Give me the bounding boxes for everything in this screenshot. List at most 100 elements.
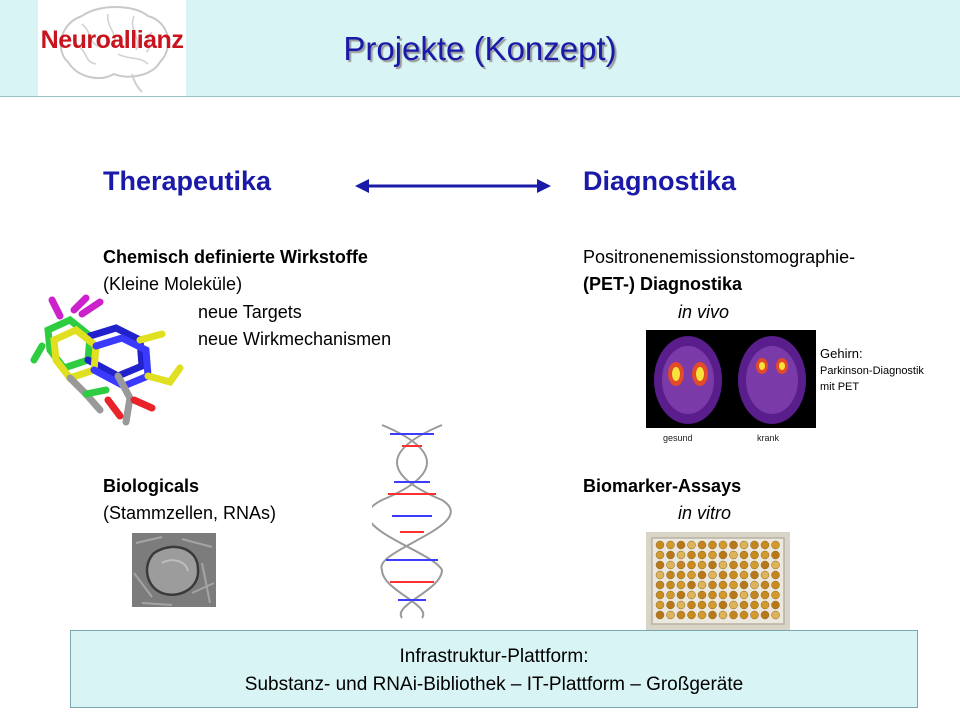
molecule-image — [30, 294, 184, 426]
chem-title: Chemisch definierte Wirkstoffe — [103, 247, 368, 267]
plate-well — [760, 570, 770, 580]
pet-brain-scans — [646, 330, 816, 428]
bullet-targets: neue Targets — [198, 302, 302, 322]
plate-well — [676, 540, 686, 550]
plate-well — [750, 590, 759, 600]
plate-well — [771, 550, 780, 560]
stem-cell-image — [132, 533, 216, 607]
plate-well — [666, 550, 675, 560]
pet-line-1: Positronenemissionstomographie- — [583, 247, 856, 267]
plate-well — [687, 560, 696, 570]
plate-well — [697, 600, 707, 610]
plate-well — [760, 610, 770, 620]
plate-well — [666, 560, 675, 570]
plate-well — [750, 610, 759, 620]
plate-well — [708, 560, 717, 570]
pet-caption-title: Gehirn: — [820, 346, 863, 361]
plate-well — [655, 600, 665, 610]
page-title: Projekte (Konzept) — [343, 30, 617, 67]
logo-text: Neuroallianz — [40, 26, 184, 54]
plate-well — [760, 600, 770, 610]
logo: Neuroallianz — [38, 0, 186, 96]
plate-well — [697, 570, 707, 580]
biologicals-subtitle: (Stammzellen, RNAs) — [103, 503, 277, 523]
pet-label-healthy: gesund — [663, 433, 693, 443]
plate-well — [687, 610, 696, 620]
plate-well — [676, 560, 686, 570]
plate-well — [729, 580, 738, 590]
plate-well — [729, 560, 738, 570]
plate-well — [760, 580, 770, 590]
plate-well — [760, 550, 770, 560]
plate-well — [687, 580, 696, 590]
plate-well — [687, 570, 696, 580]
plate-well — [718, 560, 728, 570]
plate-well — [666, 600, 675, 610]
chem-subtitle: (Kleine Moleküle) — [103, 274, 243, 294]
biomarker-title: Biomarker-Assays — [583, 476, 742, 496]
infrastructure-details: Substanz- und RNAi-Bibliothek – IT-Platt… — [244, 674, 744, 695]
plate-well — [697, 540, 707, 550]
infrastructure-title: Infrastruktur-Plattform: — [399, 646, 589, 667]
plate-well — [655, 590, 665, 600]
plate-well — [771, 610, 780, 620]
brain-icon — [59, 6, 169, 93]
in-vivo-label: in vivo — [678, 302, 730, 322]
plate-well — [708, 600, 717, 610]
plate-well — [697, 580, 707, 590]
plate-well — [718, 580, 728, 590]
plate-well — [697, 610, 707, 620]
plate-well — [750, 580, 759, 590]
plate-well — [729, 610, 738, 620]
plate-well — [750, 600, 759, 610]
plate-well — [750, 570, 759, 580]
pet-label-sick: krank — [757, 433, 780, 443]
plate-well — [718, 600, 728, 610]
plate-well — [729, 600, 738, 610]
plate-well — [676, 610, 686, 620]
plate-well — [760, 560, 770, 570]
plate-well — [655, 570, 665, 580]
plate-well — [697, 590, 707, 600]
double-arrow-icon — [355, 179, 551, 193]
plate-well — [750, 550, 759, 560]
plate-well — [655, 540, 665, 550]
plate-well — [739, 550, 749, 560]
plate-well — [771, 590, 780, 600]
plate-well — [718, 570, 728, 580]
plate-well — [655, 550, 665, 560]
pet-caption-line-1: Parkinson-Diagnostik — [820, 365, 924, 377]
plate-well — [687, 590, 696, 600]
plate-well — [666, 570, 675, 580]
plate-well — [760, 540, 770, 550]
plate-well — [729, 570, 738, 580]
in-vitro-label: in vitro — [678, 503, 732, 523]
well-plate-image — [646, 532, 790, 630]
infrastructure-box: Infrastruktur-Plattform: Substanz- und R… — [70, 630, 918, 708]
plate-well — [739, 560, 749, 570]
plate-well — [771, 560, 780, 570]
plate-well — [718, 550, 728, 560]
plate-well — [655, 560, 665, 570]
plate-well — [739, 590, 749, 600]
plate-well — [666, 590, 675, 600]
plate-well — [655, 610, 665, 620]
plate-well — [708, 570, 717, 580]
dna-helix-image — [372, 424, 452, 619]
plate-well — [739, 570, 749, 580]
pet-line-2: (PET-) Diagnostika — [583, 274, 743, 294]
plate-well — [729, 590, 738, 600]
plate-well — [718, 590, 728, 600]
plate-well — [739, 610, 749, 620]
plate-well — [697, 550, 707, 560]
plate-well — [708, 580, 717, 590]
plate-well — [729, 550, 738, 560]
plate-well — [760, 590, 770, 600]
plate-well — [771, 540, 780, 550]
plate-well — [708, 590, 717, 600]
header-bar: Neuroallianz Projekte (Konzept) — [0, 0, 960, 97]
plate-well — [718, 610, 728, 620]
plate-well — [708, 550, 717, 560]
plate-well — [771, 580, 780, 590]
plate-well — [771, 570, 780, 580]
